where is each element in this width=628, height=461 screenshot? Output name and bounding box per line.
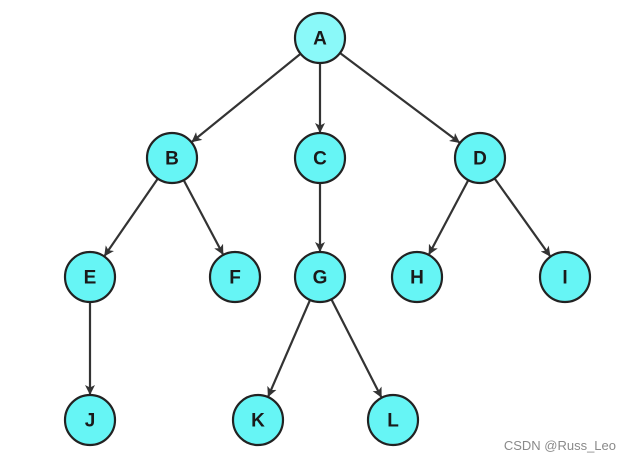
node-label: L bbox=[387, 411, 399, 432]
node-circle bbox=[63, 250, 117, 304]
node-i: I bbox=[538, 250, 592, 304]
node-circle bbox=[293, 131, 347, 185]
node-label: I bbox=[562, 268, 567, 289]
node-circle bbox=[538, 250, 592, 304]
node-label: A bbox=[313, 29, 327, 50]
edge-a-d bbox=[339, 52, 461, 144]
node-label: F bbox=[229, 268, 241, 289]
node-label: G bbox=[313, 268, 328, 289]
node-label: K bbox=[251, 411, 265, 432]
edge-d-i bbox=[493, 177, 551, 257]
node-label: B bbox=[165, 149, 179, 170]
edge-a-b bbox=[191, 52, 302, 143]
node-label: D bbox=[473, 149, 487, 170]
node-c: C bbox=[293, 131, 347, 185]
node-label: C bbox=[313, 149, 327, 170]
node-circle bbox=[293, 11, 347, 65]
node-l: L bbox=[366, 393, 420, 447]
node-circle bbox=[293, 250, 347, 304]
tree-edges bbox=[85, 52, 551, 398]
tree-nodes: A B C D E F G H I J K L bbox=[63, 11, 592, 447]
node-h: H bbox=[390, 250, 444, 304]
node-j: J bbox=[63, 393, 117, 447]
edge-b-e bbox=[103, 177, 159, 257]
edge-g-l bbox=[330, 298, 383, 398]
node-k: K bbox=[231, 393, 285, 447]
node-circle bbox=[208, 250, 262, 304]
node-circle bbox=[366, 393, 420, 447]
node-label: J bbox=[85, 411, 96, 432]
watermark: CSDN @Russ_Leo bbox=[503, 438, 616, 453]
node-label: H bbox=[410, 268, 424, 289]
edge-d-h bbox=[428, 179, 470, 255]
node-g: G bbox=[293, 250, 347, 304]
node-circle bbox=[453, 131, 507, 185]
node-circle bbox=[231, 393, 285, 447]
node-circle bbox=[63, 393, 117, 447]
node-a: A bbox=[293, 11, 347, 65]
node-b: B bbox=[145, 131, 199, 185]
node-label: E bbox=[84, 268, 97, 289]
edge-b-f bbox=[182, 179, 224, 255]
node-f: F bbox=[208, 250, 262, 304]
edge-g-k bbox=[267, 299, 312, 398]
node-e: E bbox=[63, 250, 117, 304]
node-circle bbox=[390, 250, 444, 304]
node-d: D bbox=[453, 131, 507, 185]
node-circle bbox=[145, 131, 199, 185]
